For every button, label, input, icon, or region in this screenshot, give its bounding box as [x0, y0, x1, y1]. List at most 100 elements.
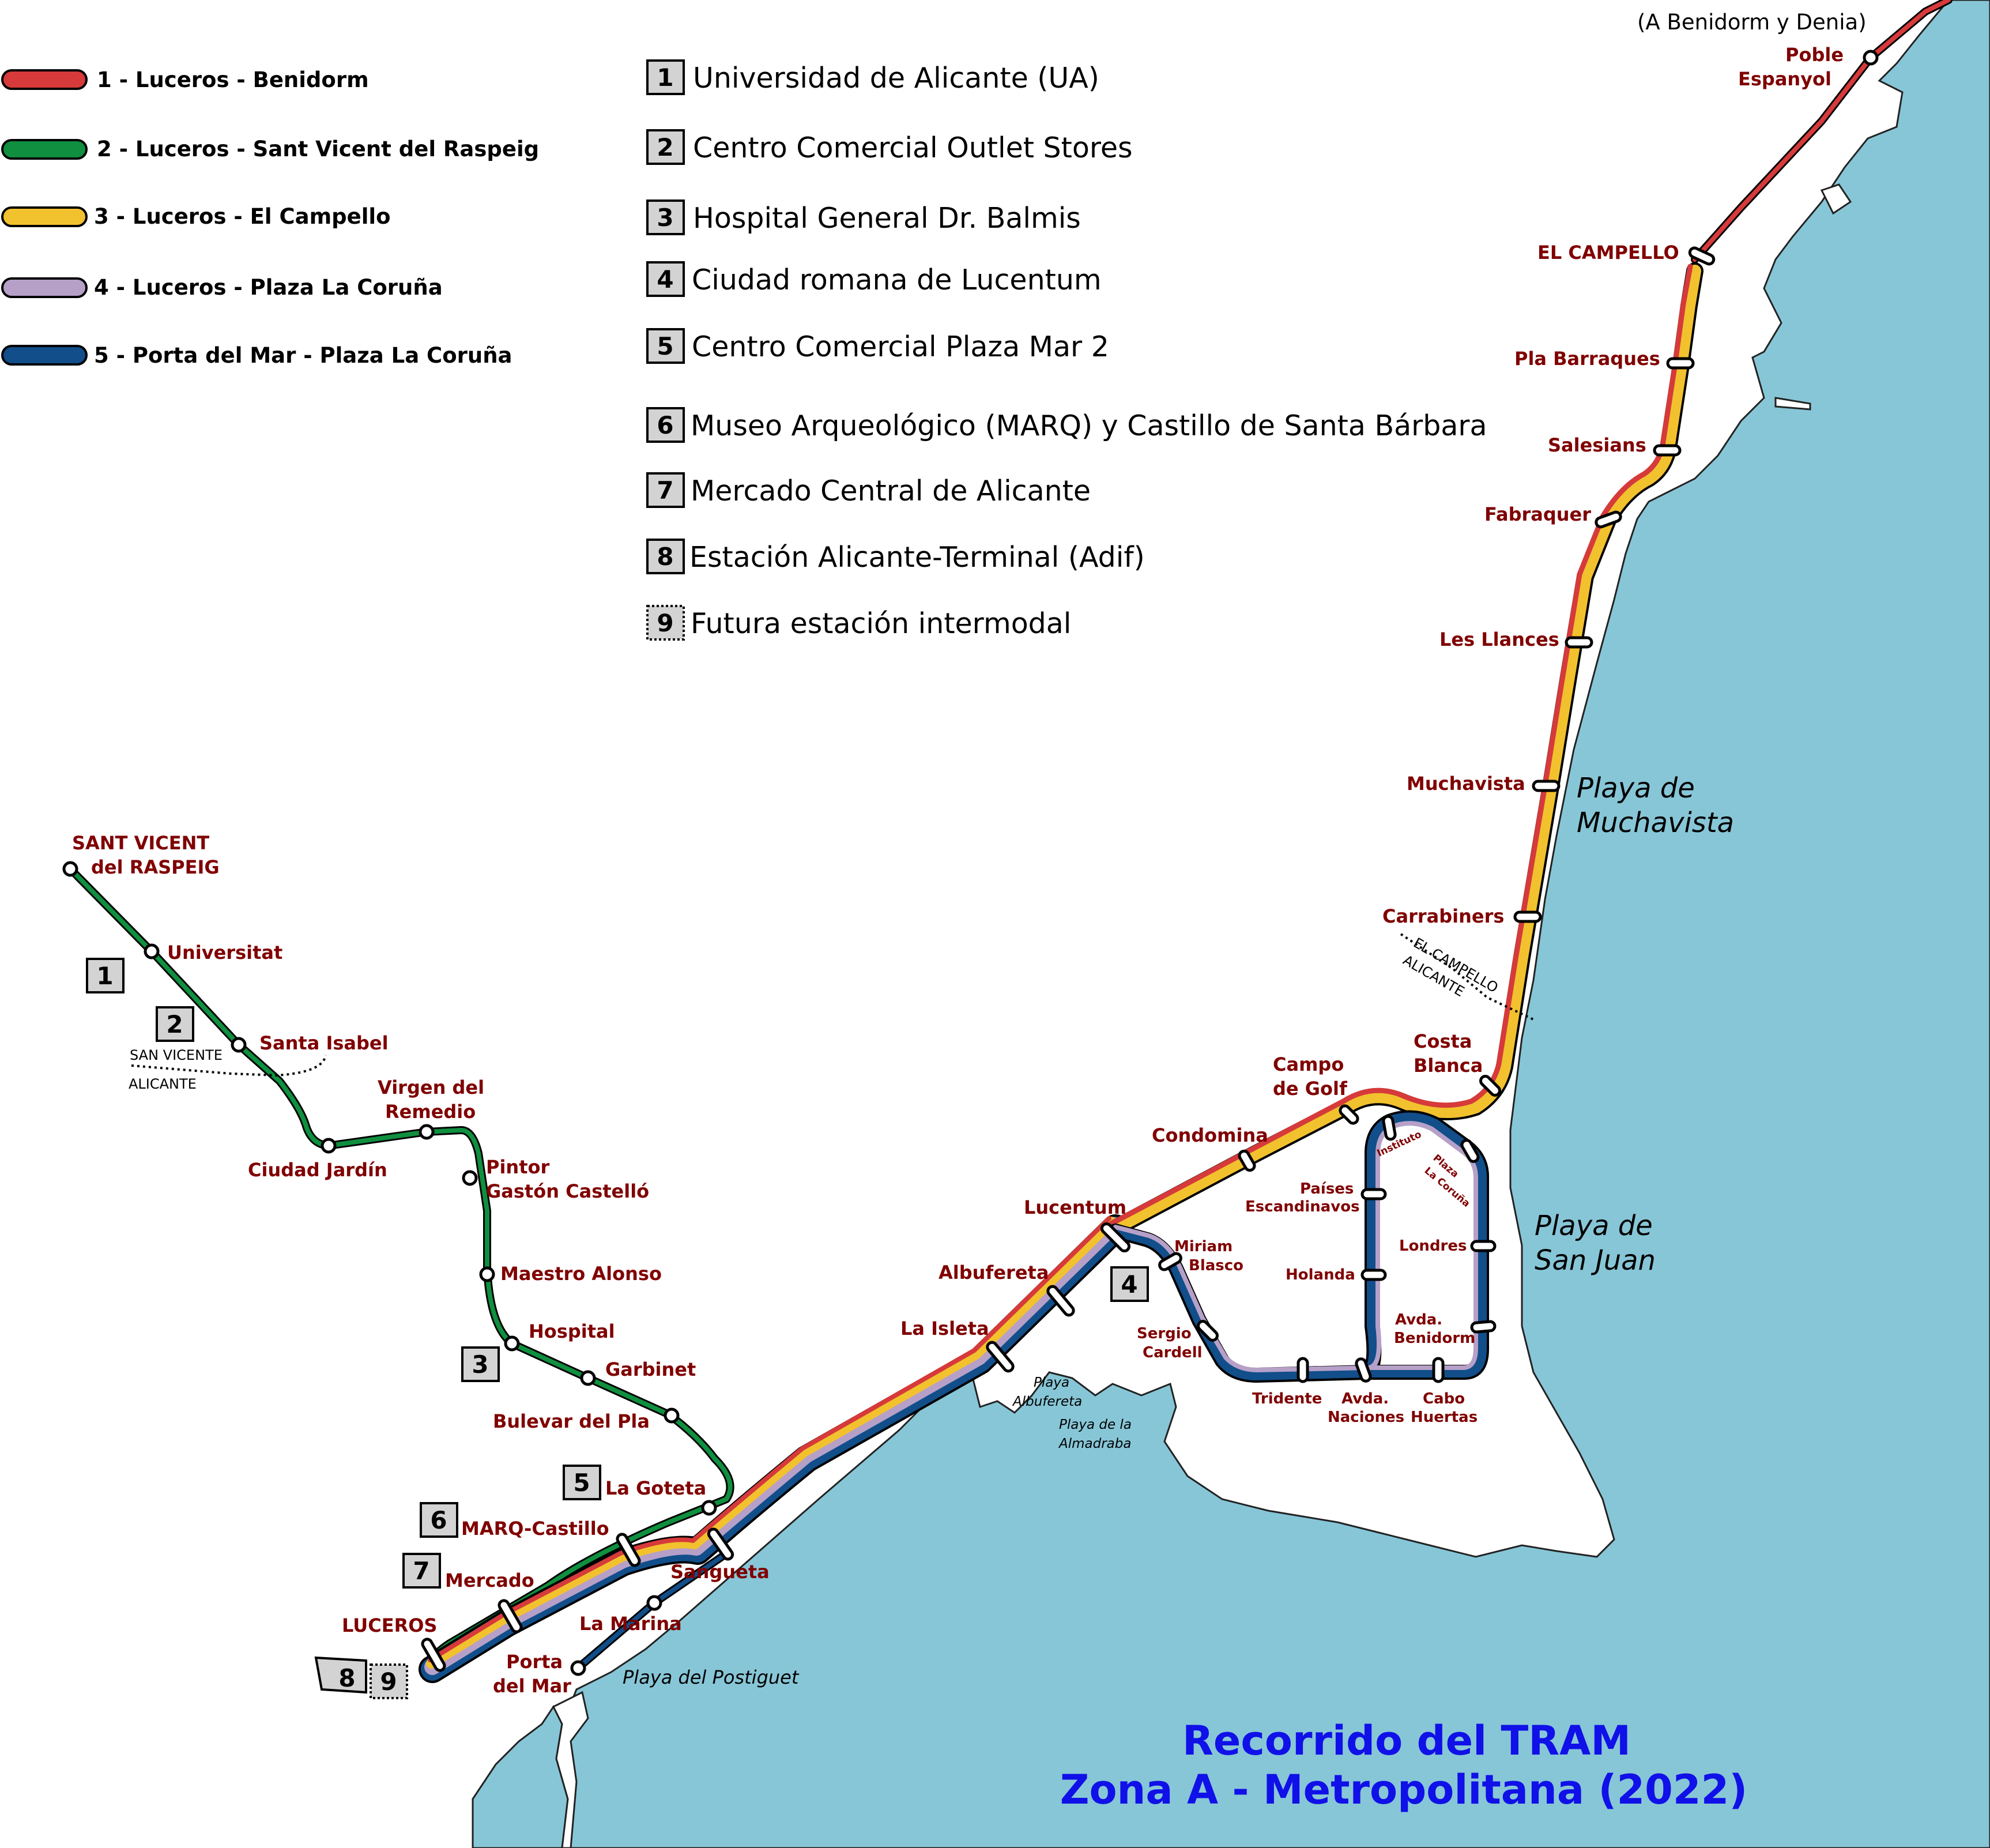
legend-poi-5: 5 Centro Comercial Plaza Mar 2	[646, 328, 1109, 364]
station-marker-sant-vicent	[62, 861, 78, 877]
beach-albufereta-2: Albufereta	[1012, 1394, 1082, 1409]
station-bar-instituto	[1382, 1115, 1397, 1141]
label-lucentum: Lucentum	[1024, 1196, 1126, 1218]
station-bar-avda-benidorm	[1470, 1320, 1497, 1334]
legend-line-4: 4 - Luceros - Plaza La Coruña	[1, 275, 443, 300]
station-bar-mercado	[498, 1599, 523, 1634]
label-la-isleta: La Isleta	[900, 1318, 989, 1339]
label-porta-del-mar-1: Porta	[506, 1651, 563, 1673]
label-paises-escandinavos-2: Escandinavos	[1245, 1198, 1360, 1215]
map-poi-boxes: 1 2 3 4 5 6 7 8	[86, 958, 1149, 1699]
label-luceros: LUCEROS	[342, 1614, 437, 1636]
station-bar-fabraquer	[1595, 510, 1622, 529]
legend-poi-4: 4 Ciudad romana de Lucentum	[646, 261, 1102, 297]
label-cabo-huertas-2: Huertas	[1411, 1409, 1478, 1426]
label-condomina: Condomina	[1152, 1124, 1268, 1146]
direction-note: (A Benidorm y Denia)	[1637, 10, 1867, 35]
svg-text:8: 8	[338, 1664, 355, 1692]
label-tridente: Tridente	[1252, 1390, 1322, 1407]
label-avda-naciones-2: Naciones	[1328, 1409, 1404, 1426]
legend-poi-2: 2 Centro Comercial Outlet Stores	[646, 129, 1133, 165]
sea-area	[552, 0, 1990, 1848]
station-marker-poble-espanyol	[1863, 50, 1879, 66]
label-virgen-remedio-1: Virgen del	[378, 1077, 484, 1098]
legend-line-1: 1 - Luceros - Benidorm	[1, 67, 369, 92]
label-cabo-huertas-1: Cabo	[1423, 1390, 1465, 1407]
svg-text:4: 4	[1121, 1270, 1137, 1299]
boundary-san-vicente	[131, 1055, 327, 1077]
svg-text:6: 6	[657, 411, 673, 439]
map-box-4: 4	[1110, 1266, 1149, 1302]
label-sant-vicent-2: del RASPEIG	[91, 856, 220, 878]
label-londres: Londres	[1399, 1237, 1467, 1255]
label-sant-vicent-1: SANT VICENT	[72, 832, 209, 854]
coastal-trunk	[1107, 262, 1703, 1237]
svg-text:2: 2	[657, 133, 673, 161]
beach-postiguet: Playa del Postiguet	[623, 1666, 800, 1688]
station-bar-luceros	[421, 1638, 446, 1672]
station-marker-universitat	[144, 943, 160, 959]
station-bar-muchavista	[1532, 780, 1561, 792]
station-bar-sangueta	[707, 1527, 734, 1561]
label-pintor-2: Gastón Castelló	[486, 1180, 649, 1202]
label-hospital: Hospital	[529, 1320, 615, 1342]
svg-text:5: 5	[657, 332, 673, 360]
label-la-goteta: La Goteta	[605, 1477, 706, 1499]
beach-labels: Playa de Muchavista Playa de San Juan Pl…	[623, 772, 1734, 1688]
svg-text:1: 1	[657, 63, 673, 92]
north-pier	[1774, 397, 1811, 411]
beach-almadraba-1: Playa de la	[1059, 1417, 1132, 1432]
label-universitat: Universitat	[167, 942, 282, 963]
label-albufereta: Albufereta	[939, 1262, 1049, 1284]
map-title-line-2: Zona A - Metropolitana (2022)	[1060, 1766, 1748, 1813]
map-title-line-1: Recorrido del TRAM	[1182, 1717, 1631, 1764]
label-miriam-blasco-1: Miriam	[1174, 1238, 1233, 1255]
label-garbinet: Garbinet	[605, 1358, 696, 1380]
svg-text:1: 1	[96, 962, 113, 990]
station-bar-albufereta	[1046, 1285, 1075, 1317]
label-poble-espanyol-1: Poble	[1785, 44, 1844, 66]
svg-text:2 - Luceros - Sant Vicent del: 2 - Luceros - Sant Vicent del Raspeig	[97, 137, 539, 161]
label-avda-benidorm-2: Benidorm	[1394, 1330, 1475, 1347]
station-bars	[421, 246, 1716, 1672]
beach-albufereta-1: Playa	[1034, 1375, 1069, 1390]
boundary-el-campello	[1400, 933, 1534, 1021]
beach-san-juan-2: San Juan	[1535, 1244, 1656, 1277]
beach-muchavista-1: Playa de	[1577, 772, 1695, 804]
svg-text:2: 2	[166, 1010, 183, 1038]
station-bar-cabo-huertas	[1432, 1357, 1445, 1383]
svg-text:Ciudad romana de Lucentum: Ciudad romana de Lucentum	[692, 264, 1102, 296]
map-box-8: 8	[314, 1656, 367, 1694]
legend-line-3: 3 - Luceros - El Campello	[1, 204, 391, 229]
station-bar-les-llances	[1565, 636, 1593, 649]
svg-text:3: 3	[657, 204, 673, 232]
label-ciudad-jardin: Ciudad Jardín	[248, 1159, 387, 1181]
map-box-7: 7	[402, 1553, 441, 1589]
legend-poi-8: 8 Estación Alicante-Terminal (Adif)	[646, 539, 1145, 574]
station-bar-salesians	[1653, 444, 1682, 457]
svg-text:Hospital General Dr. Balmis: Hospital General Dr. Balmis	[693, 202, 1081, 235]
svg-text:7: 7	[657, 476, 673, 505]
svg-text:Mercado Central de Alicante: Mercado Central de Alicante	[691, 475, 1091, 507]
svg-text:Universidad de Alicante (UA): Universidad de Alicante (UA)	[693, 62, 1099, 95]
station-bar-carrabiners	[1513, 910, 1542, 923]
legend-line-5: 5 - Porta del Mar - Plaza La Coruña	[1, 343, 512, 368]
station-labels: SANT VICENT del RASPEIG Universitat Sant…	[72, 44, 1844, 1697]
station-bar-lucentum	[1100, 1222, 1131, 1253]
station-marker-bulevar	[664, 1407, 680, 1424]
loop-lines-4-5	[1108, 1110, 1489, 1383]
label-paises-escandinavos-1: Países	[1300, 1180, 1354, 1198]
legend-poi-6: 6 Museo Arqueológico (MARQ) y Castillo d…	[646, 407, 1487, 443]
label-salesians: Salesians	[1548, 434, 1646, 456]
station-bar-londres	[1470, 1240, 1497, 1252]
svg-text:5 - Porta del Mar - Plaza La C: 5 - Porta del Mar - Plaza La Coruña	[94, 343, 512, 368]
map-box-2: 2	[156, 1006, 194, 1042]
station-marker-pintor	[462, 1170, 478, 1186]
station-bar-plaza-coruna	[1460, 1139, 1480, 1163]
label-muchavista: Muchavista	[1407, 773, 1525, 795]
label-costa-blanca-1: Costa	[1414, 1030, 1472, 1052]
legend-poi-7: 7 Mercado Central de Alicante	[646, 472, 1091, 508]
north-jetty	[1820, 183, 1852, 215]
svg-text:5: 5	[573, 1469, 590, 1497]
